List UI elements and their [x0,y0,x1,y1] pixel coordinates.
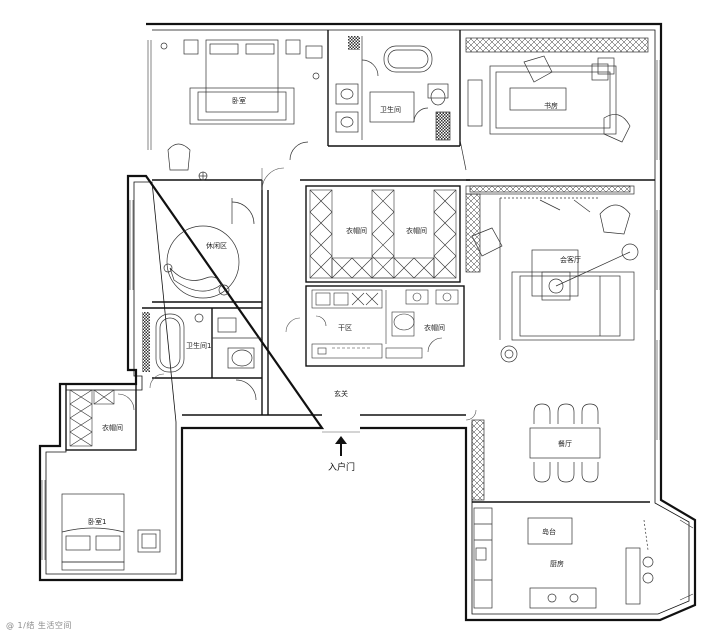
study-furniture [459,37,649,171]
outer-walls [38,22,697,622]
bathroom-fixtures [335,36,451,141]
room-label-wardrobe-d: 衣帽间 [102,423,123,432]
room-label-wardrobe-c: 衣帽间 [424,323,445,332]
kitchen-furniture [473,507,654,609]
room-label-bathroom: 卫生间 [380,105,401,114]
room-label-kitchen: 厨房 [550,559,564,568]
room-label-wardrobe-a: 衣帽间 [346,226,367,235]
room-label-dry-area: 干区 [338,324,352,332]
entrance-arrow-icon [335,436,347,456]
bedroom-furniture [160,39,323,181]
interior-walls [65,30,655,503]
living-furniture [465,185,639,363]
room-label-study: 书房 [544,101,558,110]
room-label-dining: 餐厅 [558,439,572,448]
room-label-foyer: 玄关 [334,389,348,398]
west-wardrobe [69,389,135,447]
bathroom1-fixtures [142,312,262,401]
room-label-wardrobe-b: 衣帽间 [406,226,427,235]
watermark: @ 1/结 生活空间 [6,621,72,630]
room-label-bedroom: 卧室 [232,96,246,105]
room-label-living: 会客厅 [560,255,581,264]
entrance-label: 入户门 [328,461,355,473]
lounge-furniture [163,198,255,299]
bedroom1-furniture [61,493,161,571]
door-swings [149,167,477,421]
dining-furniture [471,403,601,501]
room-label-lounge: 休闲区 [206,241,227,250]
wardrobe-cabinets [309,189,459,359]
room-label-island: 岛台 [542,527,556,536]
room-label-bedroom1: 卧室1 [88,517,106,526]
windows [41,40,694,601]
room-label-bathroom1: 卫生间1 [186,341,211,350]
